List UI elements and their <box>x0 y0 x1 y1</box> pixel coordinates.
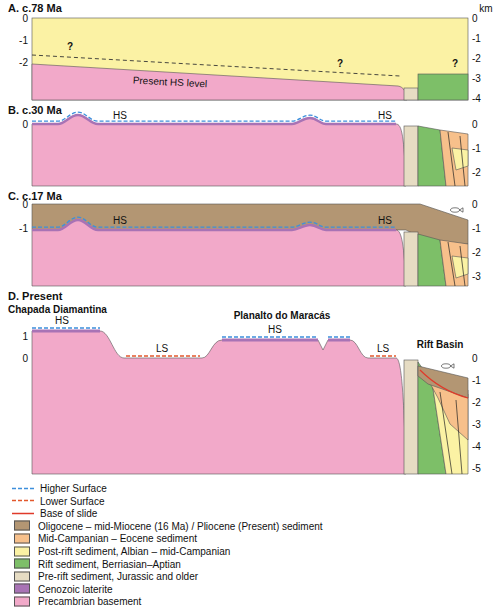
axis-tick: -3 <box>472 73 481 84</box>
axis-tick: -5 <box>472 463 481 474</box>
legend-text: Rift sediment, Berriasian–Aptian <box>38 558 181 569</box>
legend-item: Post-rift sediment, Albian – mid-Campani… <box>10 546 230 557</box>
legend-text: Higher Surface <box>40 483 107 494</box>
surface-label: HS <box>268 324 282 335</box>
axis-tick: -2 <box>472 247 481 258</box>
axis-tick: -4 <box>472 93 481 104</box>
panel-label: A. c.78 Ma <box>8 2 62 14</box>
surface-label: HS <box>113 110 127 121</box>
panel-a <box>32 18 468 100</box>
legend-line <box>12 513 34 514</box>
legend-item: Oligocene – mid-Miocene (16 Ma) / Plioce… <box>10 520 323 531</box>
axis-tick: -3 <box>472 271 481 282</box>
panel-d <box>32 328 468 474</box>
axis-tick: -1 <box>472 143 481 154</box>
axis-tick: -2 <box>19 57 28 68</box>
legend-line-sample <box>10 484 36 492</box>
axis-tick: 1 <box>22 331 28 342</box>
legend-text: Precambrian basement <box>38 596 141 607</box>
legend-swatch <box>14 596 30 606</box>
axis-tick: -2 <box>472 53 481 64</box>
legend-item: Cenozoic laterite <box>10 583 112 594</box>
legend-item: Rift sediment, Berriasian–Aptian <box>10 558 181 569</box>
legend-item: Mid-Campanian – Eocene sediment <box>10 533 197 544</box>
legend-swatch <box>14 533 30 543</box>
axis-tick: 0 <box>472 119 478 130</box>
axis-tick: -2 <box>472 167 481 178</box>
legend-item: Lower Surface <box>10 495 104 506</box>
surface-label: HS <box>55 315 69 326</box>
panel-b <box>32 112 468 186</box>
legend-text: Cenozoic laterite <box>38 583 112 594</box>
legend-text: Mid-Campanian – Eocene sediment <box>38 533 197 544</box>
legend-text: Post-rift sediment, Albian – mid-Campani… <box>38 546 230 557</box>
axis-tick: 0 <box>22 353 28 364</box>
axis-tick: 0 <box>22 119 28 130</box>
surface-label: HS <box>378 110 392 121</box>
panel-label: D. Present <box>8 290 62 302</box>
legend-item: Precambrian basement <box>10 596 141 607</box>
place-name: Chapada Diamantina <box>8 304 107 315</box>
panel-label: B. c.30 Ma <box>8 104 62 116</box>
surface-label: LS <box>156 343 168 354</box>
legend-line <box>12 500 34 502</box>
legend-swatch <box>14 546 30 556</box>
legend-swatch <box>14 521 30 531</box>
axis-tick: -1 <box>19 35 28 46</box>
legend-text: Lower Surface <box>40 495 104 506</box>
axis-tick: -3 <box>472 419 481 430</box>
axis-tick: -1 <box>472 375 481 386</box>
uncertainty-mark: ? <box>67 41 73 52</box>
legend-item: Base of slide <box>10 508 97 519</box>
legend-item: Higher Surface <box>10 483 107 494</box>
axis-tick: -1 <box>472 33 481 44</box>
axis-tick: -2 <box>472 397 481 408</box>
legend-text: Oligocene – mid-Miocene (16 Ma) / Plioce… <box>38 520 323 531</box>
axis-tick: 0 <box>22 199 28 210</box>
place-name: Planalto do Maracás <box>234 310 331 321</box>
surface-label: HS <box>113 215 127 226</box>
legend-line <box>12 487 34 489</box>
axis-tick: 0 <box>472 199 478 210</box>
axis-tick: 0 <box>472 353 478 364</box>
axis-tick: -1 <box>472 223 481 234</box>
level-label: Present HS level <box>133 75 208 90</box>
legend-line-sample <box>10 509 36 517</box>
axis-unit: km <box>479 3 492 14</box>
place-name: Rift Basin <box>417 339 464 350</box>
panel-c <box>32 204 468 286</box>
axis-tick: 0 <box>22 13 28 24</box>
legend-swatch <box>14 559 30 569</box>
surface-label: LS <box>377 343 389 354</box>
axis-tick: -1 <box>19 223 28 234</box>
axis-tick: -4 <box>472 441 481 452</box>
legend-line-sample <box>10 497 36 505</box>
uncertainty-mark: ? <box>452 58 458 69</box>
legend-swatch <box>14 571 30 581</box>
legend-item: Pre-rift sediment, Jurassic and older <box>10 571 198 582</box>
uncertainty-mark: ? <box>337 58 343 69</box>
axis-tick: 0 <box>472 13 478 24</box>
surface-label: HS <box>378 215 392 226</box>
legend-text: Base of slide <box>40 508 97 519</box>
panel-label: C. c.17 Ma <box>8 190 62 202</box>
legend-text: Pre-rift sediment, Jurassic and older <box>38 571 198 582</box>
legend-swatch <box>14 584 30 594</box>
